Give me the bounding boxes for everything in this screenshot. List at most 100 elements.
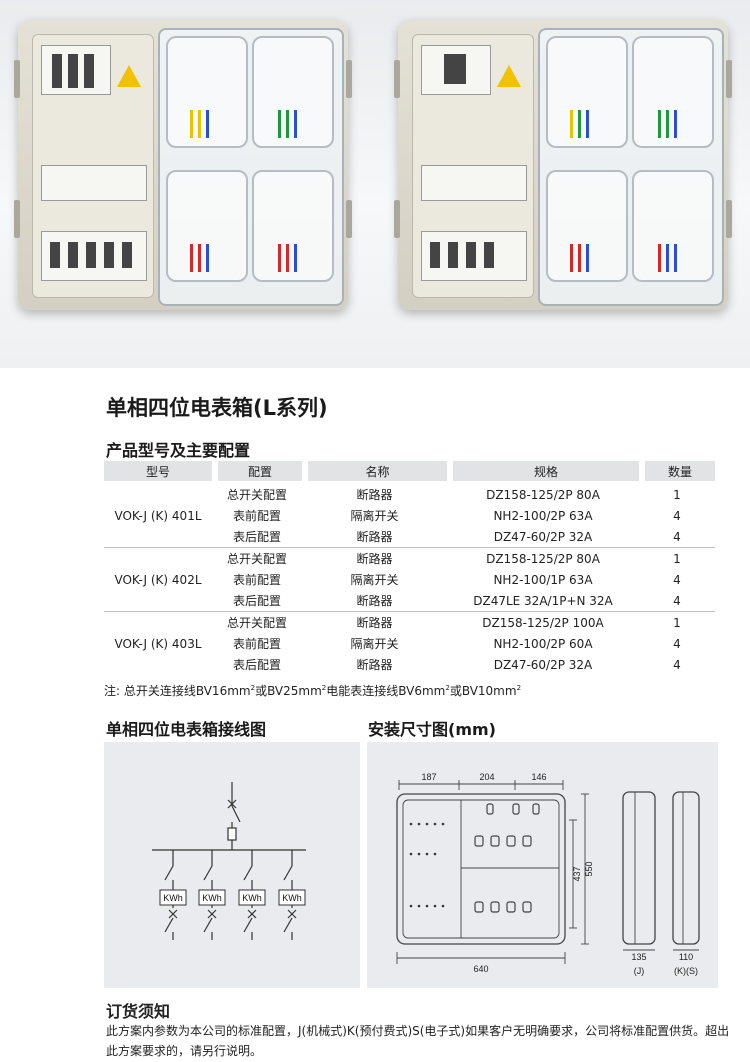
meter-label: KWh	[163, 893, 183, 903]
label-j: (J)	[634, 966, 645, 976]
model-cell: VOK-J (K) 401L	[114, 508, 202, 523]
box-front-outline	[396, 793, 566, 945]
box-side-j	[622, 791, 656, 945]
hinge	[346, 60, 352, 98]
isolation-window	[41, 165, 147, 201]
dimension-diagram-panel: 187 204 146 640 437 550 135 110 (J) (K)(…	[367, 742, 718, 988]
hinge	[14, 200, 20, 238]
config-cell: 总开关配置	[226, 488, 287, 502]
meter-window	[632, 36, 714, 148]
meter-box	[159, 889, 187, 906]
main-breaker	[421, 45, 491, 95]
section-title-config: 产品型号及主要配置	[106, 441, 251, 460]
wiring-note: 注: 总开关连接线BV16mm2或BV25mm2电能表连接线BV6mm2或BV1…	[104, 684, 522, 698]
table-header-row: 型号 配置 名称 规格 数量	[104, 461, 715, 484]
qty-cell: 1	[639, 611, 715, 633]
model-cell: VOK-J (K) 402L	[104, 547, 212, 611]
spec-cell: DZ47LE 32A/1P+N 32A	[473, 593, 613, 608]
dimension-diagram-title: 安装尺寸图(mm)	[368, 720, 496, 739]
table-row: 表前配置 隔离开关 NH2-100/2P 60A 4	[104, 633, 715, 654]
table-row: 表前配置 隔离开关 NH2-100/2P 63A 4	[104, 505, 715, 526]
table-row: 表后配置 断路器 DZ47-60/2P 32A 4	[104, 526, 715, 547]
warning-icon	[497, 65, 521, 87]
config-cell: 总开关配置	[212, 547, 302, 569]
warning-icon	[117, 65, 141, 87]
spec-cell: DZ158-125/2P 80A	[447, 547, 639, 569]
meter-window	[252, 36, 334, 148]
dim-depth-k: 110	[679, 952, 693, 962]
order-notes-text: 此方案内参数为本公司的标准配置，J(机械式)K(预付费式)S(电子式)如果客户无…	[106, 1024, 730, 1058]
hinge	[346, 200, 352, 238]
header-model: 型号	[104, 461, 212, 484]
product-photo-mechanical	[14, 20, 352, 310]
dim-inner-height: 437	[572, 866, 582, 881]
name-cell: 断路器	[302, 611, 447, 633]
box-side-k	[672, 791, 700, 945]
wiring-diagram-title: 单相四位电表箱接线图	[106, 720, 267, 739]
header-name: 名称	[302, 461, 447, 484]
dim-top-2: 204	[479, 772, 494, 782]
qty-cell: 4	[673, 529, 681, 544]
qty-cell: 4	[673, 572, 681, 587]
meter-window	[252, 170, 334, 282]
switch-panel	[412, 34, 534, 298]
spec-cell: NH2-100/2P 63A	[493, 508, 593, 523]
meter-label: KWh	[282, 893, 302, 903]
qty-cell: 4	[673, 636, 681, 651]
spec-cell: DZ47-60/2P 32A	[493, 657, 593, 672]
qty-cell: 4	[673, 508, 681, 523]
switch-panel	[32, 34, 154, 298]
product-photo-electronic	[394, 20, 732, 310]
product-photo-band	[0, 0, 750, 368]
table-row: 表前配置 隔离开关 NH2-100/1P 63A 4	[104, 569, 715, 590]
spec-cell: DZ158-125/2P 100A	[447, 611, 639, 633]
spec-cell: DZ158-125/2P 80A	[486, 487, 600, 502]
wiring-diagram-panel: KWh KWh KWh KWh	[104, 742, 360, 988]
table-row: VOK-J (K) 403L 总开关配置 断路器 DZ158-125/2P 10…	[104, 611, 715, 651]
name-cell: 断路器	[356, 658, 393, 672]
label-k: (K)(S)	[674, 966, 698, 976]
hinge	[14, 60, 20, 98]
meter-door	[158, 28, 344, 306]
branch-4	[283, 850, 297, 940]
dim-depth-j: 135	[631, 952, 646, 962]
dim-width: 640	[473, 964, 488, 974]
dim-height: 550	[584, 861, 594, 876]
meter-label: KWh	[242, 893, 262, 903]
branch-1	[164, 850, 178, 940]
dimension-diagram: 187 204 146 640 437 550 135 110 (J) (K)(…	[396, 772, 700, 976]
name-cell: 断路器	[356, 530, 393, 544]
meter-box	[238, 889, 266, 906]
config-cell: 表前配置	[232, 637, 281, 651]
spec-cell: NH2-100/2P 60A	[493, 636, 593, 651]
config-cell: 总开关配置	[212, 611, 302, 633]
hinge	[394, 200, 400, 238]
spec-cell: NH2-100/1P 63A	[493, 572, 593, 587]
header-config: 配置	[212, 461, 302, 484]
branch-breakers	[41, 231, 147, 281]
name-cell: 断路器	[356, 594, 393, 608]
name-cell: 断路器	[302, 547, 447, 569]
name-cell: 隔离开关	[350, 637, 399, 651]
name-cell: 隔离开关	[350, 573, 399, 587]
name-cell: 断路器	[356, 488, 393, 502]
table-row: 表后配置 断路器 DZ47LE 32A/1P+N 32A 4	[104, 590, 715, 611]
meter-box	[278, 889, 306, 906]
config-cell: 表前配置	[232, 573, 281, 587]
config-cell: 表后配置	[232, 594, 281, 608]
meter-label: KWh	[202, 893, 222, 903]
config-cell: 表前配置	[232, 509, 281, 523]
meter-box	[198, 889, 226, 906]
order-notes-title: 订货须知	[106, 1002, 171, 1021]
config-table: 型号 配置 名称 规格 数量 VOK-J (K) 401L 总开关配置 断路器 …	[104, 461, 715, 675]
header-qty: 数量	[639, 461, 715, 484]
name-cell: 隔离开关	[350, 509, 399, 523]
meter-window	[632, 170, 714, 282]
qty-cell: 1	[639, 547, 715, 569]
dim-top-3: 146	[531, 772, 546, 782]
dim-top-1: 187	[421, 772, 436, 782]
hinge	[726, 200, 732, 238]
qty-cell: 4	[673, 657, 681, 672]
config-cell: 表后配置	[232, 530, 281, 544]
table-row: 表后配置 断路器 DZ47-60/2P 32A 4	[104, 654, 715, 675]
